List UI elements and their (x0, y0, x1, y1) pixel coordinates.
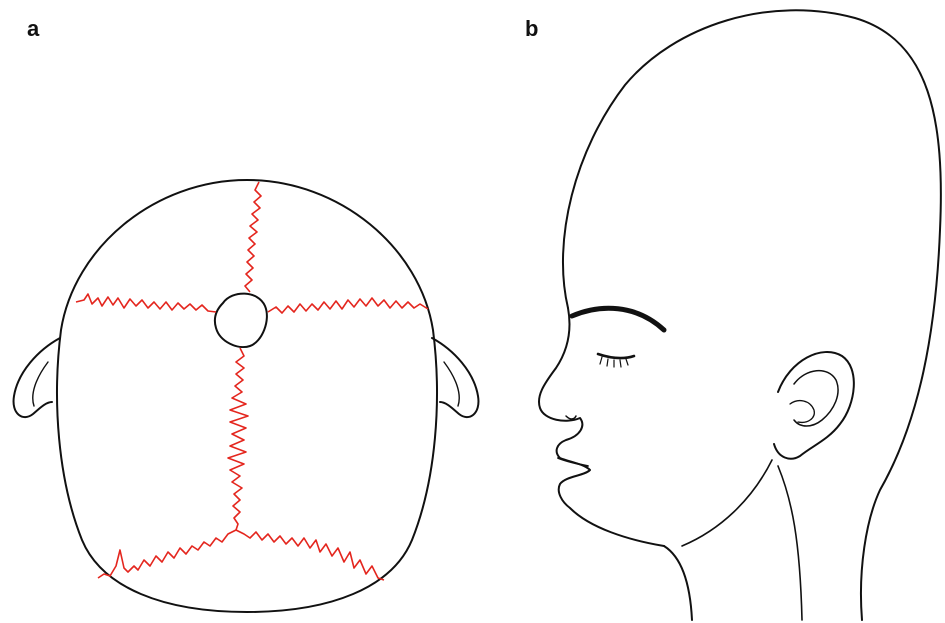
metopic-suture (245, 182, 261, 292)
ear (774, 352, 854, 459)
panel-b-side-profile (539, 10, 941, 620)
right-ear-inner (444, 362, 459, 406)
right-coronal-suture (268, 298, 428, 313)
ear-concha (790, 401, 814, 423)
neck-front (664, 546, 692, 620)
eyebrow (572, 308, 664, 330)
right-ear (432, 338, 478, 417)
jaw-line (682, 460, 772, 546)
head-outline (563, 10, 941, 620)
anterior-fontanelle (215, 294, 267, 347)
face-profile (539, 308, 664, 546)
panel-a-top-view (14, 180, 479, 612)
lambdoid-suture (98, 530, 384, 580)
neck-back-line (778, 466, 802, 620)
sagittal-suture (228, 348, 248, 530)
mouth (558, 458, 588, 466)
cranial-sutures (76, 182, 428, 580)
closed-eye (598, 354, 634, 358)
left-ear (14, 338, 60, 417)
nostril (566, 416, 576, 419)
ear-inner-fold (794, 371, 838, 426)
left-ear-inner (33, 362, 48, 406)
skull-outline (57, 180, 437, 612)
left-coronal-suture (76, 294, 216, 312)
